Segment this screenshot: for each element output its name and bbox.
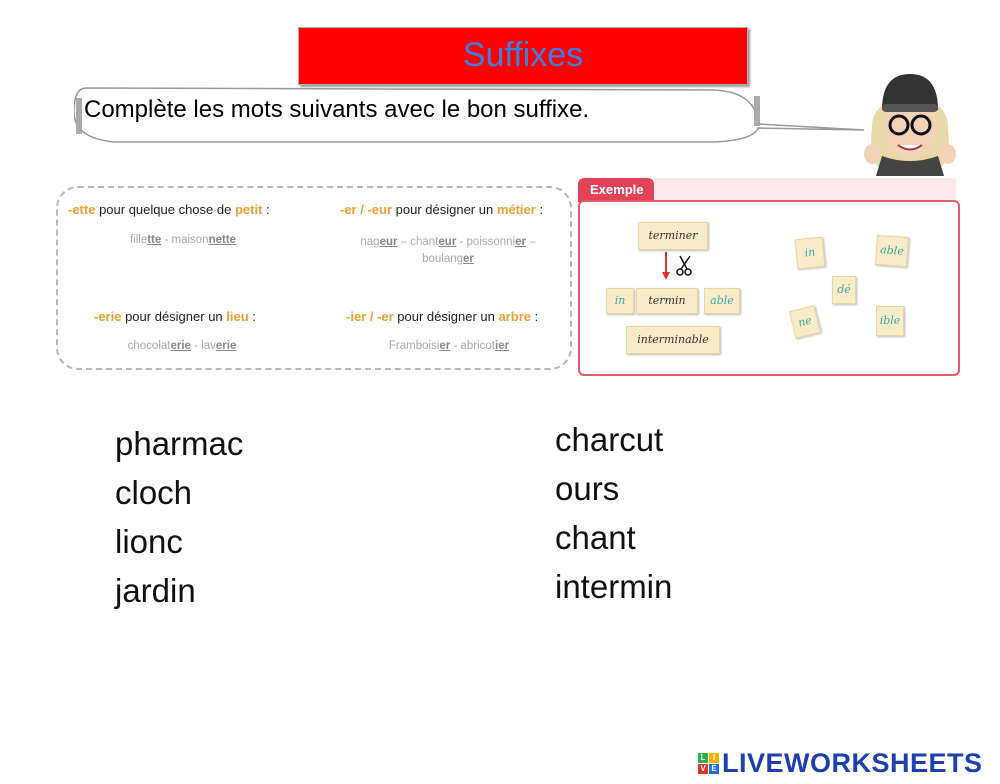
tile-interminable: interminable [626, 326, 720, 354]
word-lionc: lionc [115, 523, 183, 560]
rule-erie-examples: chocolaterie - laverie [127, 340, 237, 352]
rule-erie: -erie pour désigner un lieu : [94, 309, 256, 324]
rule-ette: -ette pour quelque chose de petit : [68, 202, 270, 217]
avatar [864, 74, 956, 176]
rule-ier-er-examples: Framboisier - abricotier [388, 340, 510, 352]
example-panel: Exemple terminer in termin able intermin… [578, 178, 960, 376]
rule-er-eur: -er / -eur pour désigner un métier : [340, 202, 544, 217]
word-cloch: cloch [115, 474, 193, 511]
word-jardin: jardin [115, 572, 196, 609]
tile-termin: termin [636, 288, 698, 314]
tile-terminer: terminer [638, 222, 708, 250]
tile-in-loose: in [794, 236, 826, 270]
logo-text: LIVEWORKSHEETS [722, 747, 983, 778]
tile-able: able [704, 288, 740, 314]
instruction-text: Complète les mots suivants avec le bon s… [84, 96, 590, 123]
word-chant: chant [555, 519, 636, 556]
tile-de-loose: dé [832, 276, 856, 304]
example-header-band [654, 178, 956, 202]
word-charcut: charcut [555, 421, 664, 458]
title-banner: Suffixes [298, 27, 748, 85]
word-pharmac: pharmac [115, 425, 244, 462]
tile-in: in [606, 288, 634, 314]
speech-bubble [74, 87, 865, 143]
rule-ette-examples: fillette - maisonnette [129, 234, 237, 246]
rules-box: -ette pour quelque chose de petit : fill… [56, 186, 572, 370]
page-title: Suffixes [462, 36, 584, 74]
tile-ible-loose: ible [876, 306, 904, 336]
rule-ier-er: -ier / -er pour désigner un arbre : [346, 309, 539, 324]
word-ours: ours [555, 470, 620, 507]
rule-er-eur-examples: nageur – chanteur - poissonnier –boulang… [360, 236, 536, 265]
example-tab: Exemple [578, 178, 654, 202]
example-frame [578, 200, 960, 376]
tile-able-loose: able [874, 234, 910, 268]
scissors-icon [662, 252, 692, 280]
liveworksheets-logo: L I V E LIVEWORKSHEETS [698, 748, 983, 778]
word-intermin: intermin [555, 568, 673, 605]
logo-grid-icon: L I V E [698, 752, 719, 774]
